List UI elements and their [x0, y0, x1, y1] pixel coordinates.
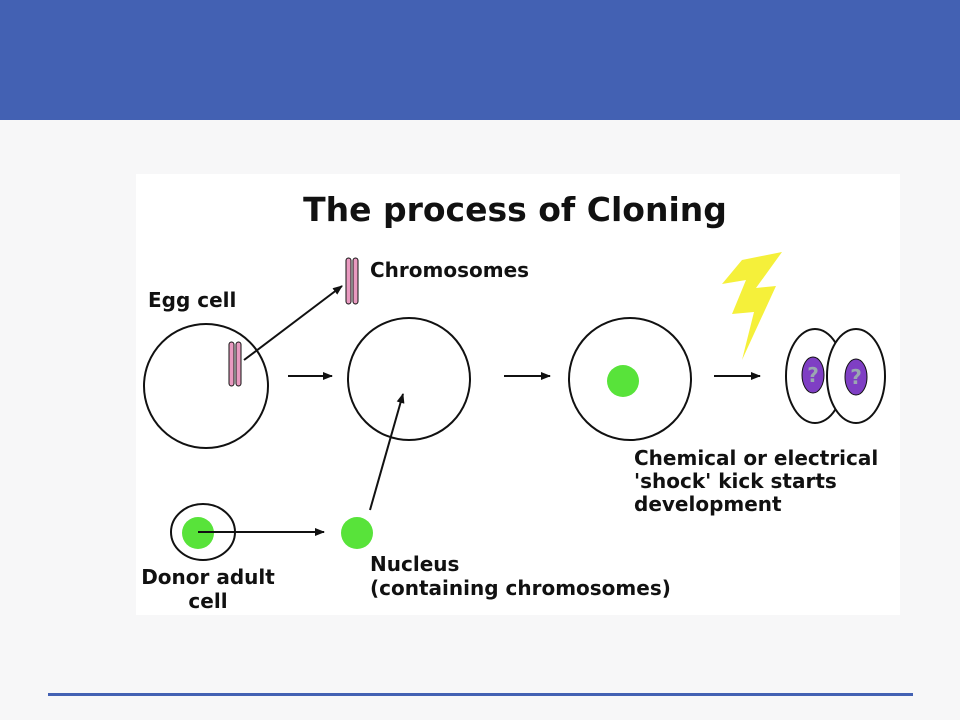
removed-chromosomes — [345, 257, 359, 305]
svg-text:cell: cell — [188, 589, 227, 613]
svg-text:development: development — [634, 492, 782, 516]
donor-label: Donor adult cell — [141, 565, 275, 613]
embryo-question-mark-right: ? — [850, 365, 862, 389]
footer-rule — [48, 693, 913, 696]
arrow-insert-nucleus — [369, 393, 405, 511]
chromosomes-label: Chromosomes — [370, 258, 529, 282]
egg-chromosomes — [228, 341, 242, 387]
cloning-diagram: The process of Cloning Egg cell Chromoso… — [136, 174, 900, 615]
shock-label: Chemical or electrical 'shock' kick star… — [634, 446, 878, 516]
extracted-nucleus — [341, 517, 373, 549]
svg-text:Donor adult: Donor adult — [141, 565, 275, 589]
arrow-extract-chromosomes — [243, 285, 343, 361]
diagram-title: The process of Cloning — [303, 190, 727, 229]
transferred-nucleus — [607, 365, 639, 397]
svg-text:(containing chromosomes): (containing chromosomes) — [370, 576, 671, 600]
embryo-question-mark-left: ? — [807, 363, 819, 387]
egg-cell — [143, 323, 269, 449]
enucleated-egg — [347, 317, 471, 441]
header-bar — [0, 0, 960, 120]
egg-cell-label: Egg cell — [148, 288, 236, 312]
svg-text:'shock' kick starts: 'shock' kick starts — [634, 469, 837, 493]
lightning-icon — [722, 252, 782, 360]
svg-text:Chemical or electrical: Chemical or electrical — [634, 446, 878, 470]
two-cell-embryo: ? ? — [785, 328, 886, 424]
nucleus-label: Nucleus (containing chromosomes) — [370, 552, 671, 600]
svg-text:Nucleus: Nucleus — [370, 552, 459, 576]
diagram-canvas: The process of Cloning Egg cell Chromoso… — [141, 190, 886, 613]
